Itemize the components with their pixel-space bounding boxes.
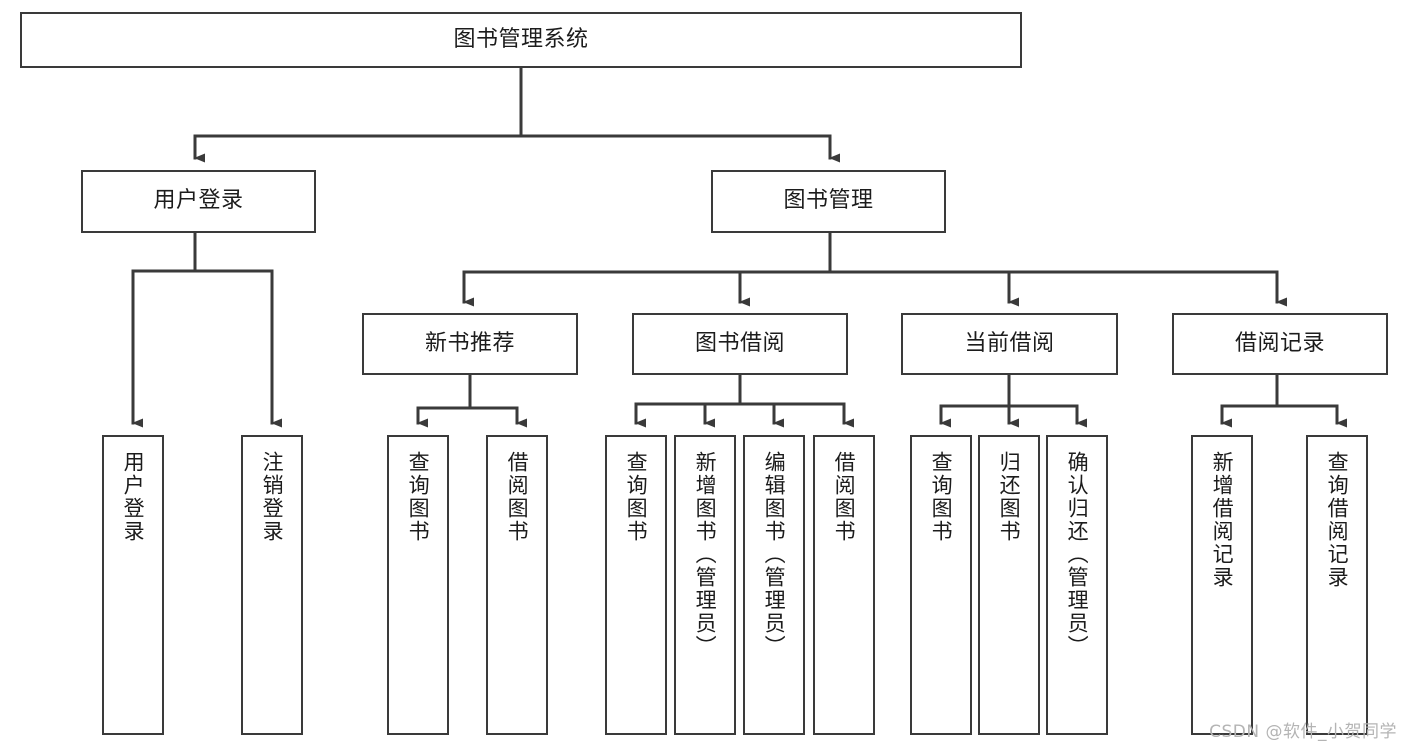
- node-leaf-query-borrow-record-label: 查询借阅记录: [1325, 451, 1350, 589]
- node-leaf-logout-login[interactable]: 注销登录: [241, 435, 303, 735]
- node-book-borrow-label: 图书借阅: [694, 330, 785, 356]
- node-leaf-query-book-3[interactable]: 查询图书: [910, 435, 972, 735]
- node-borrow-record-label: 借阅记录: [1234, 330, 1325, 356]
- node-user-login[interactable]: 用户登录: [81, 170, 316, 233]
- node-leaf-confirm-return-label: 确认归还（管理员）: [1065, 451, 1090, 658]
- node-leaf-query-book-1[interactable]: 查询图书: [387, 435, 449, 735]
- node-new-book-recommend-label: 新书推荐: [424, 330, 515, 356]
- node-leaf-return-book[interactable]: 归还图书: [978, 435, 1040, 735]
- node-leaf-query-borrow-record[interactable]: 查询借阅记录: [1306, 435, 1368, 735]
- node-leaf-add-borrow-record-label: 新增借阅记录: [1210, 451, 1235, 589]
- node-book-manage-label: 图书管理: [783, 188, 874, 214]
- node-borrow-record[interactable]: 借阅记录: [1172, 313, 1388, 375]
- node-leaf-add-borrow-record[interactable]: 新增借阅记录: [1191, 435, 1253, 735]
- node-new-book-recommend[interactable]: 新书推荐: [362, 313, 578, 375]
- node-book-borrow[interactable]: 图书借阅: [632, 313, 848, 375]
- node-root[interactable]: 图书管理系统: [20, 12, 1022, 68]
- node-leaf-borrow-book-1-label: 借阅图书: [505, 451, 530, 543]
- node-leaf-user-login-label: 用户登录: [121, 451, 146, 543]
- node-leaf-query-book-2-label: 查询图书: [624, 451, 649, 543]
- node-leaf-edit-book-label: 编辑图书（管理员）: [762, 451, 787, 658]
- node-leaf-logout-login-label: 注销登录: [260, 451, 285, 543]
- node-current-borrow-label: 当前借阅: [964, 330, 1055, 356]
- node-leaf-user-login[interactable]: 用户登录: [102, 435, 164, 735]
- node-leaf-query-book-1-label: 查询图书: [406, 451, 431, 543]
- node-book-manage[interactable]: 图书管理: [711, 170, 946, 233]
- node-leaf-return-book-label: 归还图书: [997, 451, 1022, 543]
- node-leaf-borrow-book-2[interactable]: 借阅图书: [813, 435, 875, 735]
- node-leaf-edit-book[interactable]: 编辑图书（管理员）: [743, 435, 805, 735]
- node-leaf-borrow-book-1[interactable]: 借阅图书: [486, 435, 548, 735]
- node-leaf-query-book-2[interactable]: 查询图书: [605, 435, 667, 735]
- node-root-label: 图书管理系统: [453, 26, 589, 52]
- node-user-login-label: 用户登录: [153, 188, 244, 214]
- node-current-borrow[interactable]: 当前借阅: [901, 313, 1118, 375]
- node-leaf-query-book-3-label: 查询图书: [929, 451, 954, 543]
- node-leaf-add-book-label: 新增图书（管理员）: [693, 451, 718, 658]
- node-leaf-borrow-book-2-label: 借阅图书: [832, 451, 857, 543]
- node-leaf-confirm-return[interactable]: 确认归还（管理员）: [1046, 435, 1108, 735]
- node-leaf-add-book[interactable]: 新增图书（管理员）: [674, 435, 736, 735]
